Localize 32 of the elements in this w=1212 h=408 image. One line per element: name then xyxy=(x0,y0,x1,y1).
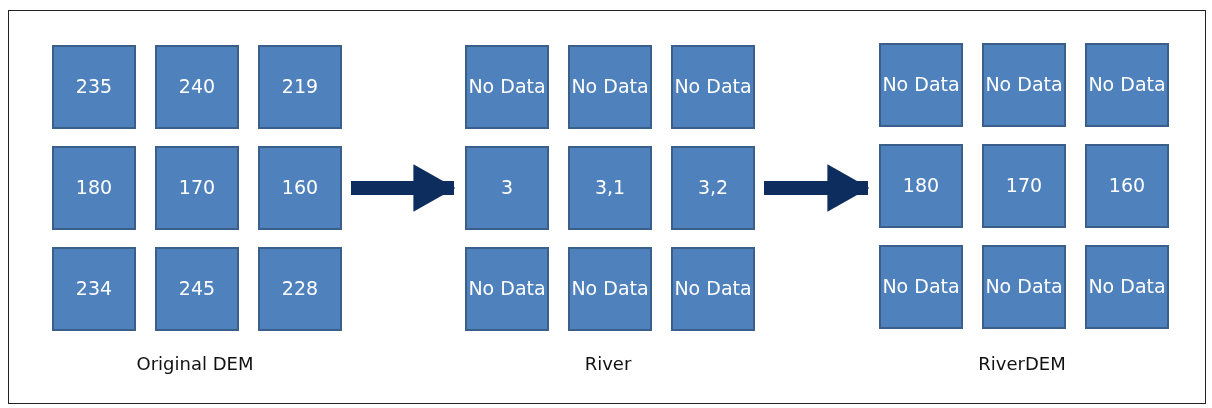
grid-cell: 245 xyxy=(155,247,239,331)
grid-cell: 240 xyxy=(155,45,239,129)
grid-cell: 180 xyxy=(52,146,136,230)
grid-cell: No Data xyxy=(982,245,1066,329)
grid-cell: 3 xyxy=(465,146,549,230)
grid-cell: No Data xyxy=(982,43,1066,127)
grid-cell: No Data xyxy=(1085,43,1169,127)
grid-cell: 170 xyxy=(155,146,239,230)
grid-cell: 170 xyxy=(982,144,1066,228)
grid-cell: 3,2 xyxy=(671,146,755,230)
grid-cell: 234 xyxy=(52,247,136,331)
grid-cell: No Data xyxy=(568,247,652,331)
grid-caption: Original DEM xyxy=(135,353,255,374)
grid-cell: No Data xyxy=(879,245,963,329)
grid-cell: No Data xyxy=(879,43,963,127)
grid-cell: 3,1 xyxy=(568,146,652,230)
grid-cell: 160 xyxy=(258,146,342,230)
arrow xyxy=(351,164,456,212)
grid-cell: No Data xyxy=(1085,245,1169,329)
grid-cell: 235 xyxy=(52,45,136,129)
grid-cell: No Data xyxy=(465,45,549,129)
grid-caption: RiverDEM xyxy=(977,353,1067,374)
grid-caption: River xyxy=(583,353,633,374)
grid-cell: 228 xyxy=(258,247,342,331)
grid-cell: No Data xyxy=(671,247,755,331)
grid-cell: No Data xyxy=(465,247,549,331)
grid-cell: No Data xyxy=(671,45,755,129)
grid-cell: 180 xyxy=(879,144,963,228)
grid-cell: 219 xyxy=(258,45,342,129)
grid-cell: 160 xyxy=(1085,144,1169,228)
arrow xyxy=(764,164,870,212)
grid-cell: No Data xyxy=(568,45,652,129)
